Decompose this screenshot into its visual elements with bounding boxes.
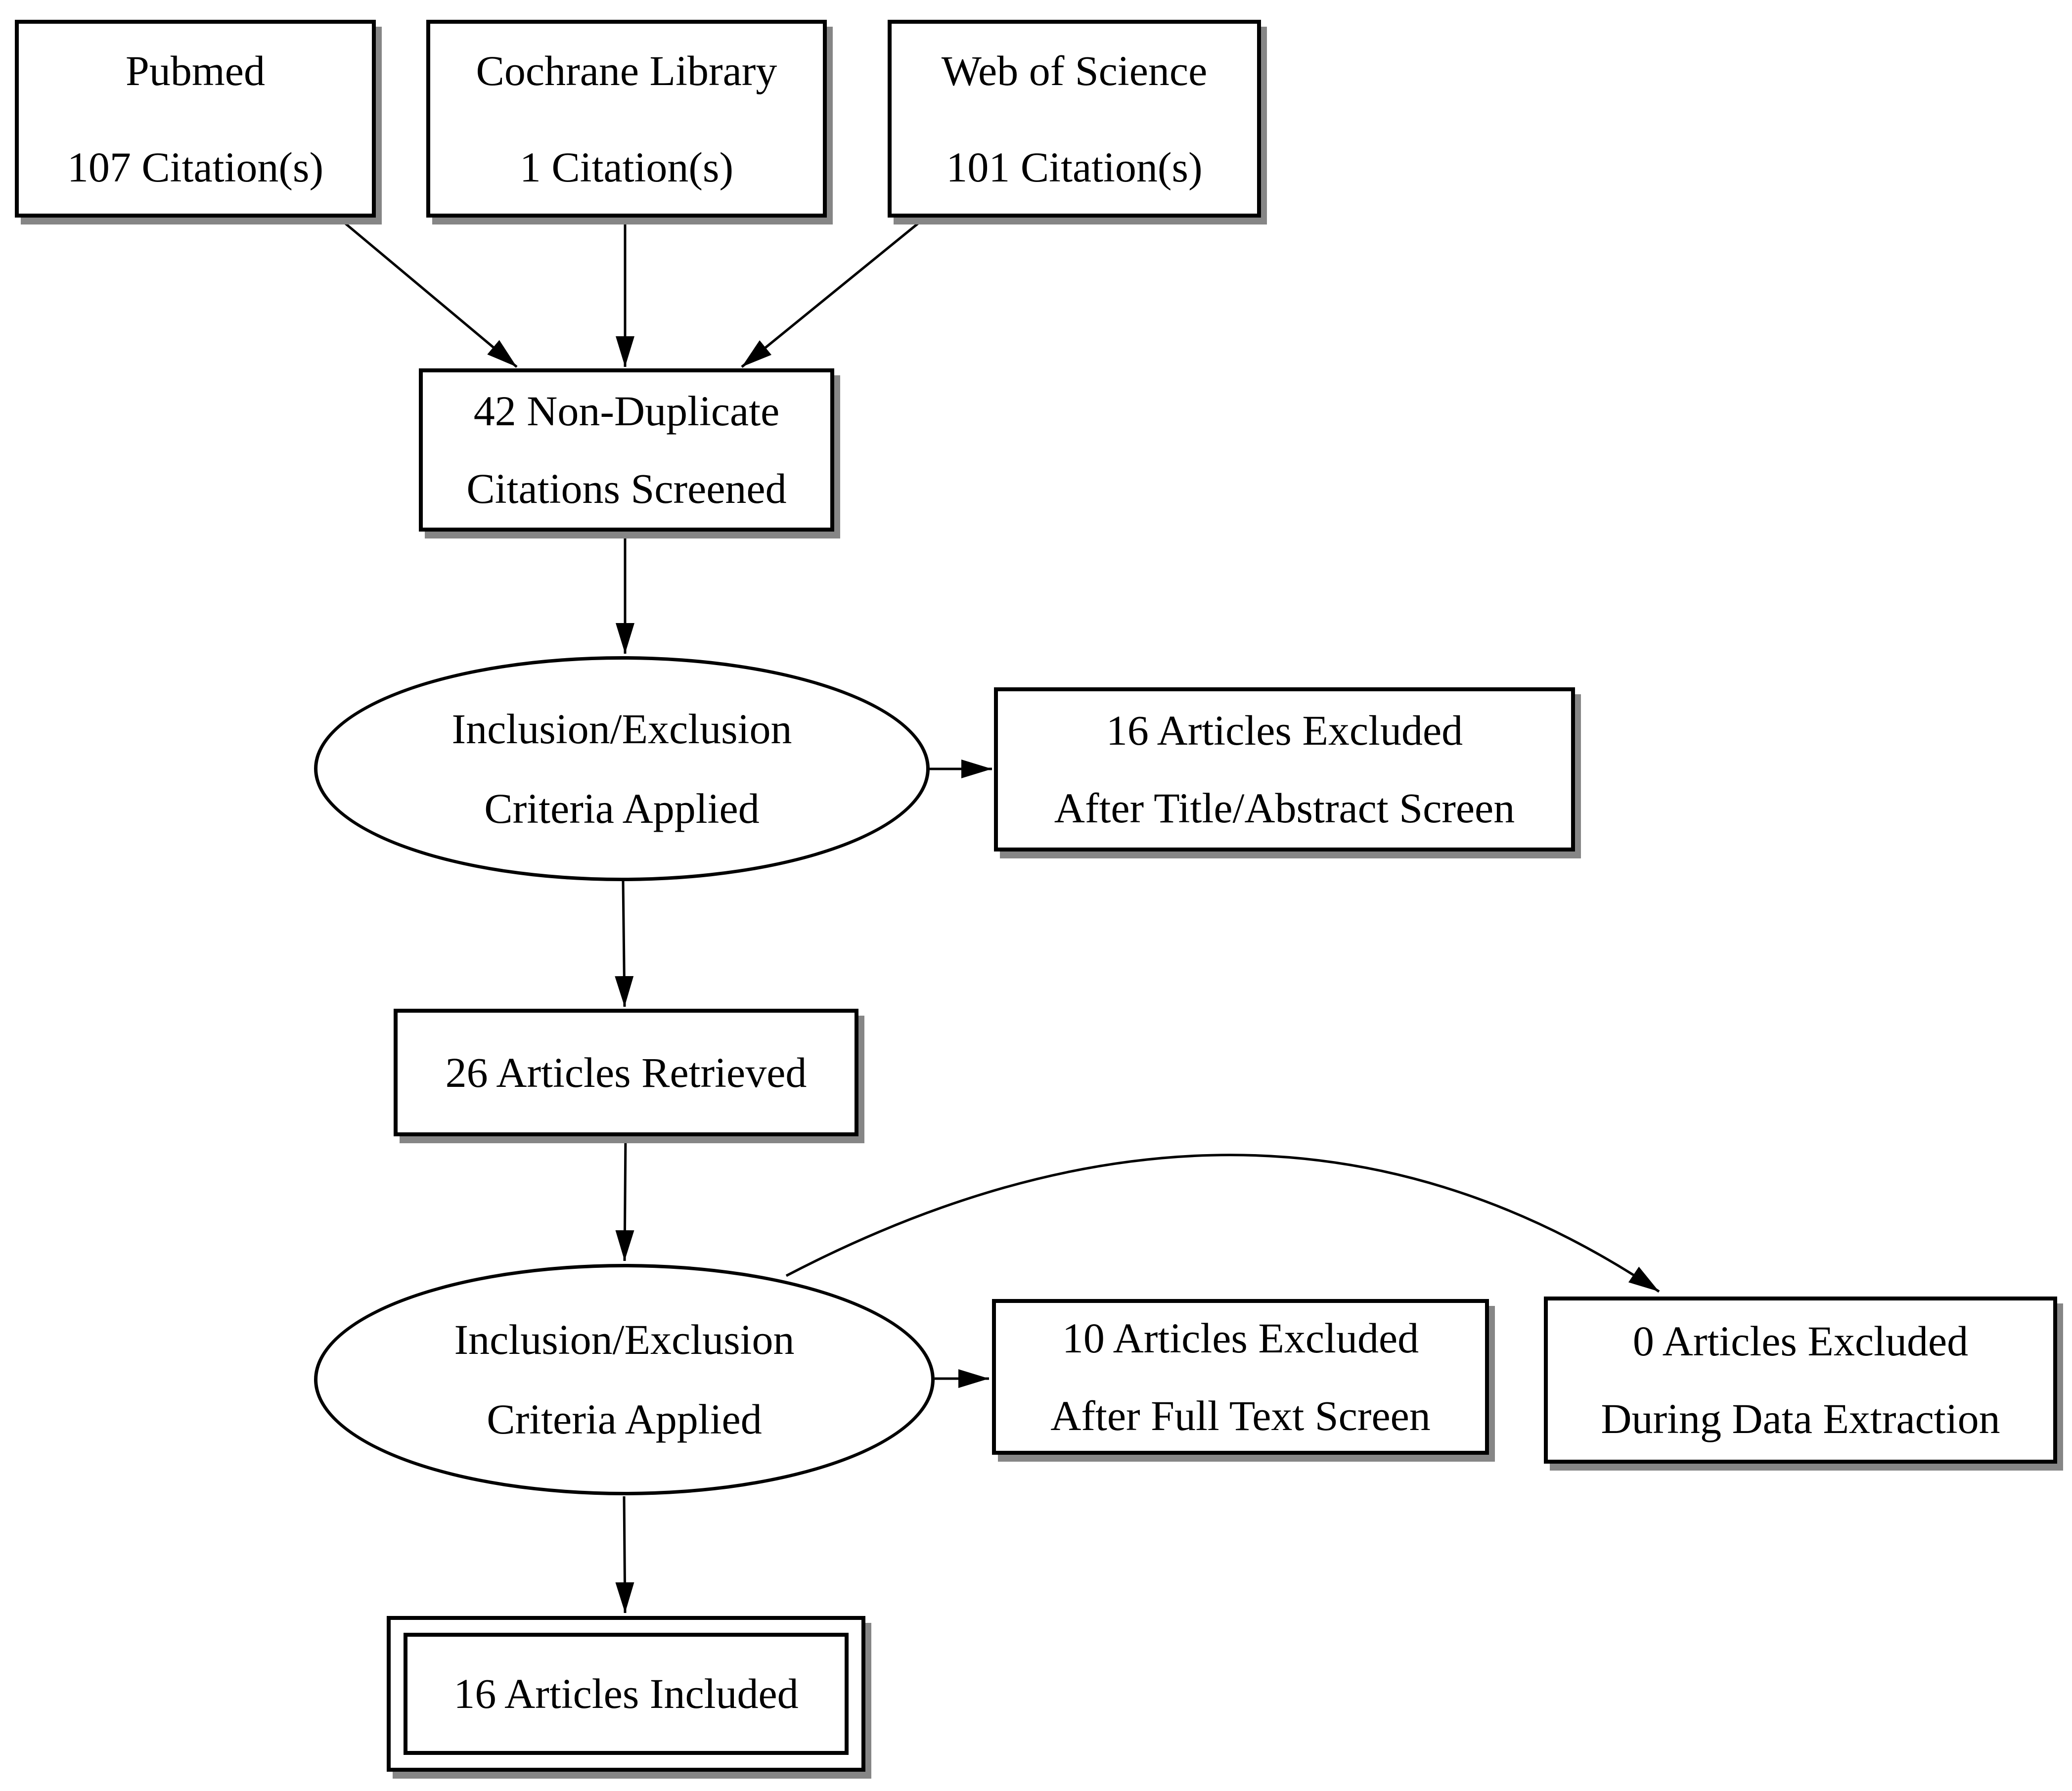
- node-excluded-data-extraction: 0 Articles Excluded During Data Extracti…: [1544, 1297, 2057, 1464]
- node-inclusion-exclusion-criteria-1-line2: Criteria Applied: [484, 784, 760, 832]
- node-articles-included: 16 Articles Included: [387, 1616, 865, 1772]
- node-excluded-data-extraction-line1: 0 Articles Excluded: [1632, 1317, 1969, 1365]
- node-articles-retrieved-line1: 26 Articles Retrieved: [445, 1048, 807, 1096]
- edge-criteria2-to-excluded-data-extraction: [785, 1154, 1660, 1293]
- edge-pubmed-to-screened: [340, 219, 518, 368]
- edge-retrieved-to-criteria2: [615, 1136, 634, 1261]
- edge-criteria2-to-included: [615, 1496, 634, 1613]
- node-non-duplicate-citations-screened-line2: Citations Screened: [466, 465, 787, 512]
- node-articles-included-line1: 16 Articles Included: [453, 1670, 799, 1718]
- node-cochrane-library: Cochrane Library 1 Citation(s): [426, 20, 827, 218]
- node-excluded-full-text-line2: After Full Text Screen: [1050, 1391, 1431, 1439]
- node-excluded-full-text-line1: 10 Articles Excluded: [1062, 1314, 1419, 1362]
- node-web-of-science: Web of Science 101 Citation(s): [888, 20, 1261, 218]
- node-articles-retrieved: 26 Articles Retrieved: [394, 1009, 858, 1136]
- node-cochrane-library-count: 1 Citation(s): [519, 143, 734, 191]
- node-pubmed-count: 107 Citation(s): [67, 143, 324, 191]
- edge-criteria1-to-retrieved: [615, 881, 634, 1007]
- node-excluded-data-extraction-line2: During Data Extraction: [1601, 1395, 2000, 1442]
- node-inclusion-exclusion-criteria-2: Inclusion/Exclusion Criteria Applied: [314, 1264, 935, 1495]
- node-excluded-full-text: 10 Articles Excluded After Full Text Scr…: [992, 1299, 1489, 1455]
- node-cochrane-library-title: Cochrane Library: [476, 47, 777, 94]
- node-inclusion-exclusion-criteria-2-line1: Inclusion/Exclusion: [454, 1316, 795, 1364]
- node-pubmed-title: Pubmed: [126, 47, 265, 94]
- node-articles-included-inner-border: 16 Articles Included: [404, 1633, 849, 1755]
- node-pubmed: Pubmed 107 Citation(s): [15, 20, 376, 218]
- node-non-duplicate-citations-screened-line1: 42 Non-Duplicate: [473, 387, 780, 435]
- node-inclusion-exclusion-criteria-1: Inclusion/Exclusion Criteria Applied: [314, 656, 930, 881]
- node-non-duplicate-citations-screened: 42 Non-Duplicate Citations Screened: [419, 368, 834, 532]
- node-excluded-title-abstract-line1: 16 Articles Excluded: [1106, 707, 1463, 755]
- node-inclusion-exclusion-criteria-1-line1: Inclusion/Exclusion: [451, 705, 792, 753]
- node-web-of-science-count: 101 Citation(s): [946, 143, 1203, 191]
- node-excluded-title-abstract-line2: After Title/Abstract Screen: [1054, 784, 1515, 832]
- node-excluded-title-abstract: 16 Articles Excluded After Title/Abstrac…: [994, 687, 1575, 851]
- edge-wos-to-screened: [741, 219, 923, 368]
- node-web-of-science-title: Web of Science: [941, 47, 1208, 94]
- node-inclusion-exclusion-criteria-2-line2: Criteria Applied: [487, 1395, 762, 1443]
